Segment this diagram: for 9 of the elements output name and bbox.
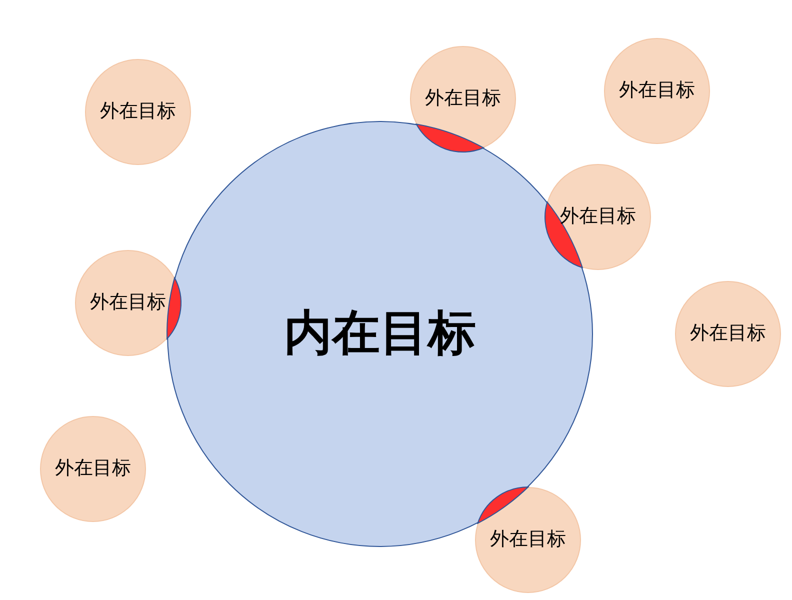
circle-label: 外在目标	[690, 323, 766, 345]
circle-label: 外在目标	[90, 292, 166, 314]
circle-label: 外在目标	[490, 529, 566, 551]
circle-label: 外在目标	[425, 88, 501, 110]
circle-label: 外在目标	[100, 101, 176, 123]
circle-label: 内在目标	[284, 306, 476, 362]
circle-label: 外在目标	[55, 458, 131, 480]
circle-label: 外在目标	[560, 206, 636, 228]
circle-label: 外在目标	[619, 80, 695, 102]
